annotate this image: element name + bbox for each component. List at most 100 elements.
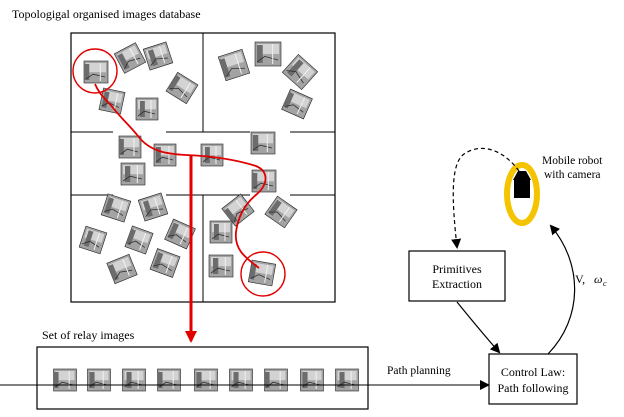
thumbnail-shadow (84, 64, 90, 80)
thumbnail-shadow (339, 372, 345, 388)
thumbnail-perspective-line (167, 234, 187, 243)
robot-label-line-2: with camera (544, 169, 601, 181)
thumbnail-perspective-line (226, 67, 246, 77)
robot-marker-ring (504, 162, 540, 226)
thumbnail-shadow (126, 372, 132, 388)
primitives-to-control-arrow (456, 301, 501, 354)
relay-image (122, 368, 146, 392)
relay-images-box (36, 346, 369, 410)
thumbnail-highlight (109, 256, 132, 273)
database-image (118, 135, 142, 159)
thumbnail-shadow (167, 222, 179, 240)
thumbnail-highlight (231, 371, 251, 381)
relay-image (300, 368, 324, 392)
thumbnail-light-edge (278, 206, 291, 223)
database-image (251, 169, 277, 193)
control-law-line-2: Path following (498, 381, 569, 395)
control-law-line-1: Control Law: (501, 365, 565, 379)
relay-image (229, 368, 253, 392)
database-image (100, 193, 132, 223)
database-image (281, 88, 313, 120)
thumbnail-light-edge (180, 82, 191, 99)
thumbnail-perspective-line (122, 175, 143, 182)
thumbnail-light-edge (153, 196, 161, 215)
velocity-label: V, (575, 272, 585, 286)
thumbnail-highlight (212, 223, 230, 233)
thumbnail-shadow (196, 372, 202, 388)
database-image (254, 41, 282, 67)
thumbnail-perspective-line (153, 263, 172, 272)
thumbnail-perspective-line (268, 211, 286, 222)
thumbnail-perspective-line (150, 57, 169, 66)
database-image (78, 225, 108, 255)
thumbnail-shadow (167, 74, 181, 92)
thumbnail-shadow (287, 59, 304, 77)
thumbnail-shadow (104, 197, 114, 215)
database-image (83, 60, 109, 84)
thumbnail-light-edge (158, 45, 166, 64)
database-image (247, 259, 277, 287)
robot-label-line-1: Mobile robot (542, 155, 603, 167)
thumbnail-light-edge (116, 200, 124, 219)
relay-image (264, 368, 288, 392)
path-planning-label: Path planning (387, 365, 451, 377)
thumbnail-shadow (205, 147, 210, 163)
thumbnail-perspective-line (284, 104, 304, 113)
goal-image-circle (240, 251, 286, 297)
database-image (124, 225, 154, 255)
thumbnail-highlight (138, 100, 156, 110)
thumbnail-highlight (89, 371, 109, 381)
thumbnail-light-edge (113, 92, 119, 111)
thumbnail-highlight (156, 146, 174, 156)
thumbnail-perspective-line (145, 208, 164, 217)
thumbnail-shadow (223, 207, 238, 224)
relay-images-title: Set of relay images (42, 328, 135, 342)
database-title: Topologigal organised images database (12, 7, 201, 21)
thumbnail-highlight (123, 165, 143, 175)
thumbnail-shadow (53, 372, 59, 388)
thumbnail-highlight (203, 146, 221, 156)
primitives-extraction-box (408, 250, 506, 302)
thumbnail-shadow (302, 372, 308, 388)
thumbnail-shadow (140, 101, 145, 117)
thumbnail-shadow (214, 224, 219, 240)
thumbnail-light-edge (296, 97, 306, 115)
thumbnail-shadow (219, 58, 231, 78)
thumbnail-light-edge (179, 227, 189, 245)
thumbnail-perspective-line (250, 274, 271, 280)
database-image (200, 143, 224, 167)
omega-subscript: c (603, 279, 607, 288)
thumbnail-light-edge (235, 199, 248, 215)
primitives-line-2: Extraction (432, 277, 482, 291)
thumbnail-highlight (159, 371, 179, 381)
thumbnail-highlight (196, 371, 216, 381)
thumbnail-shadow (152, 252, 164, 269)
robot-body (514, 180, 530, 198)
thumbnail-shadow (213, 258, 219, 274)
thumbnail-shadow (264, 372, 270, 388)
image-path-route (94, 83, 267, 269)
thumbnail-perspective-line (169, 87, 188, 98)
relay-image (335, 368, 359, 392)
camera-head (513, 171, 531, 180)
thumbnail-shadow (156, 147, 161, 163)
thumbnail-perspective-line (286, 70, 304, 84)
thumbnail-perspective-line (85, 73, 106, 80)
red-path-group (72, 48, 286, 343)
database-image (137, 192, 169, 222)
thumbnail-shadow (125, 228, 136, 246)
database-image (113, 42, 147, 74)
thumbnail-highlight (266, 371, 286, 381)
thumbnail-light-edge (139, 232, 147, 250)
thumbnail-highlight (220, 51, 244, 69)
thumbnail-shadow (252, 173, 258, 189)
thumbnail-shadow (107, 264, 119, 281)
thumbnail-perspective-line (234, 208, 249, 222)
database-images (78, 41, 319, 287)
relay-image (194, 368, 218, 392)
thumbnail-perspective-line (124, 57, 141, 70)
relay-image-strip (53, 368, 359, 392)
database-image (221, 193, 255, 227)
